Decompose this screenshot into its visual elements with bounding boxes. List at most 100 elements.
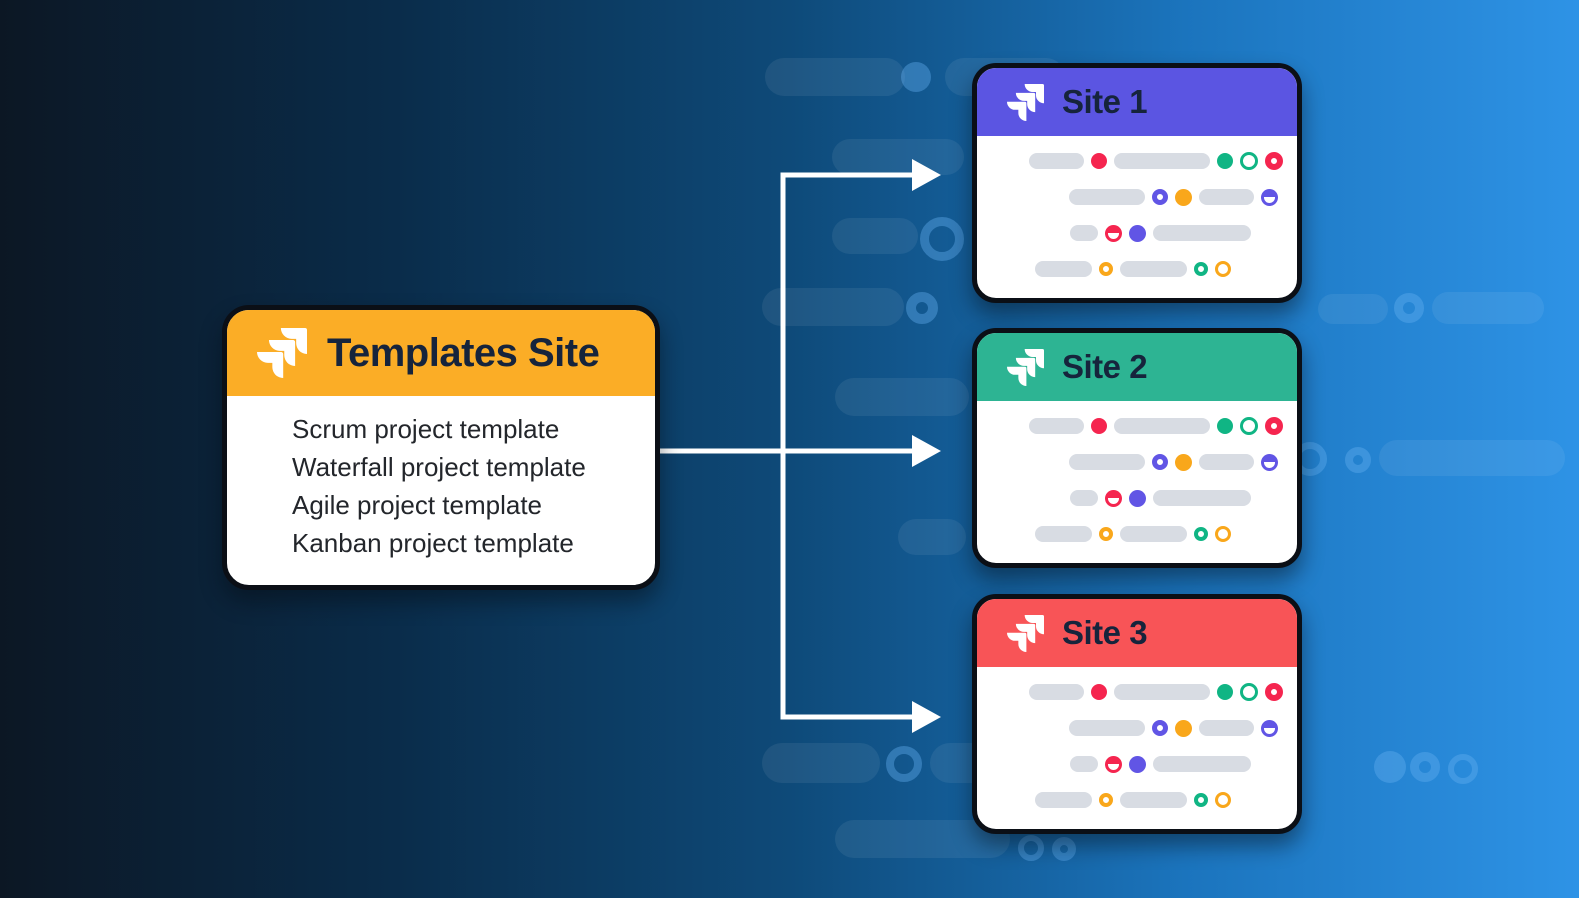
skeleton-row xyxy=(977,152,1297,170)
purple-half-circle-icon xyxy=(1261,188,1278,206)
skeleton-row xyxy=(977,791,1297,809)
skeleton-row xyxy=(977,489,1297,507)
skeleton-row xyxy=(977,525,1297,543)
purple-dot-icon xyxy=(1129,489,1146,507)
green-dot-icon xyxy=(1217,684,1233,700)
red-half-circle-icon xyxy=(1105,755,1122,773)
decor-ring xyxy=(1410,752,1440,782)
green-ring-icon xyxy=(1240,417,1258,435)
skeleton-row xyxy=(977,188,1297,206)
decor-pill xyxy=(762,288,904,326)
jira-logo-icon xyxy=(1007,348,1044,386)
yellow-ring-icon xyxy=(1215,261,1231,277)
site-1-title: Site 1 xyxy=(1062,83,1148,120)
skeleton-pill xyxy=(1035,261,1092,277)
skeleton-row xyxy=(977,260,1297,278)
jira-logo-icon xyxy=(257,328,307,378)
skeleton-pill xyxy=(1070,756,1098,772)
skeleton-pill xyxy=(1199,720,1254,736)
skeleton-pill xyxy=(1153,490,1251,506)
purple-donut-icon xyxy=(1152,189,1168,205)
yellow-dot-icon xyxy=(1175,719,1192,737)
decor-ring xyxy=(1018,835,1044,861)
yellow-ring-icon xyxy=(1215,792,1231,808)
site-2-title: Site 2 xyxy=(1062,348,1148,385)
skeleton-pill xyxy=(1114,684,1210,700)
skeleton-pill xyxy=(1069,454,1145,470)
skeleton-pill xyxy=(1114,418,1210,434)
decor-pill xyxy=(835,378,969,416)
skeleton-pill xyxy=(1069,720,1145,736)
skeleton-pill xyxy=(1029,684,1084,700)
skeleton-pill xyxy=(1029,153,1084,169)
skeleton-pill xyxy=(1069,189,1145,205)
purple-half-circle-icon xyxy=(1261,453,1278,471)
decor-ring xyxy=(886,746,922,782)
skeleton-pill xyxy=(1114,153,1210,169)
decor-ring xyxy=(906,292,938,324)
green-donut-icon xyxy=(1194,262,1208,276)
skeleton-row xyxy=(977,224,1297,242)
red-half-circle-icon xyxy=(1105,489,1122,507)
site-1-card: Site 1 xyxy=(972,63,1302,303)
jira-logo-icon xyxy=(1007,614,1044,652)
skeleton-row xyxy=(977,755,1297,773)
templates-site-card: Templates Site Scrum project template Wa… xyxy=(222,305,660,590)
decor-dot xyxy=(1374,751,1406,783)
template-list-item-scrum: Scrum project template xyxy=(292,414,560,444)
decor-ring xyxy=(920,217,964,261)
yellow-dot-icon xyxy=(1175,453,1192,471)
red-dot-icon xyxy=(1091,684,1107,700)
decor-pill xyxy=(1379,440,1565,476)
skeleton-row xyxy=(977,719,1297,737)
template-list-item-kanban: Kanban project template xyxy=(292,528,574,558)
decor-pill xyxy=(1432,292,1544,324)
site-3-card: Site 3 xyxy=(972,594,1302,834)
template-list-item-agile: Agile project template xyxy=(292,490,543,520)
site-3-title: Site 3 xyxy=(1062,614,1148,651)
decor-ring xyxy=(1448,754,1478,784)
skeleton-row xyxy=(977,683,1297,701)
skeleton-pill xyxy=(1029,418,1084,434)
skeleton-pill xyxy=(1153,756,1251,772)
decor-ring xyxy=(1394,293,1424,323)
yellow-dot-icon xyxy=(1175,188,1192,206)
green-dot-icon xyxy=(1217,153,1233,169)
red-donut-icon xyxy=(1265,683,1283,701)
skeleton-pill xyxy=(1120,792,1187,808)
skeleton-pill xyxy=(1120,526,1187,542)
site-1-card-header: Site 1 xyxy=(977,68,1297,136)
decor-pill xyxy=(832,218,918,254)
red-donut-icon xyxy=(1265,417,1283,435)
skeleton-pill xyxy=(1199,189,1254,205)
site-2-card-header: Site 2 xyxy=(977,333,1297,401)
red-dot-icon xyxy=(1091,153,1107,169)
yellow-donut-icon xyxy=(1099,527,1113,541)
skeleton-pill xyxy=(1035,792,1092,808)
skeleton-pill xyxy=(1070,225,1098,241)
decor-pill xyxy=(762,743,880,783)
decor-ring xyxy=(1345,447,1371,473)
skeleton-pill xyxy=(1153,225,1251,241)
decor-dot xyxy=(901,62,931,92)
decor-pill xyxy=(1318,294,1388,324)
red-dot-icon xyxy=(1091,418,1107,434)
templates-card-title: Templates Site xyxy=(327,330,600,375)
red-donut-icon xyxy=(1265,152,1283,170)
skeleton-pill xyxy=(1120,261,1187,277)
purple-donut-icon xyxy=(1152,720,1168,736)
decor-pill xyxy=(832,139,964,175)
purple-dot-icon xyxy=(1129,755,1146,773)
yellow-donut-icon xyxy=(1099,793,1113,807)
green-ring-icon xyxy=(1240,152,1258,170)
site-3-card-body xyxy=(977,667,1297,809)
site-3-card-header: Site 3 xyxy=(977,599,1297,667)
skeleton-row xyxy=(977,417,1297,435)
skeleton-pill xyxy=(1199,454,1254,470)
decor-pill xyxy=(898,519,966,555)
yellow-ring-icon xyxy=(1215,526,1231,542)
red-half-circle-icon xyxy=(1105,224,1122,242)
site-1-card-body xyxy=(977,136,1297,278)
